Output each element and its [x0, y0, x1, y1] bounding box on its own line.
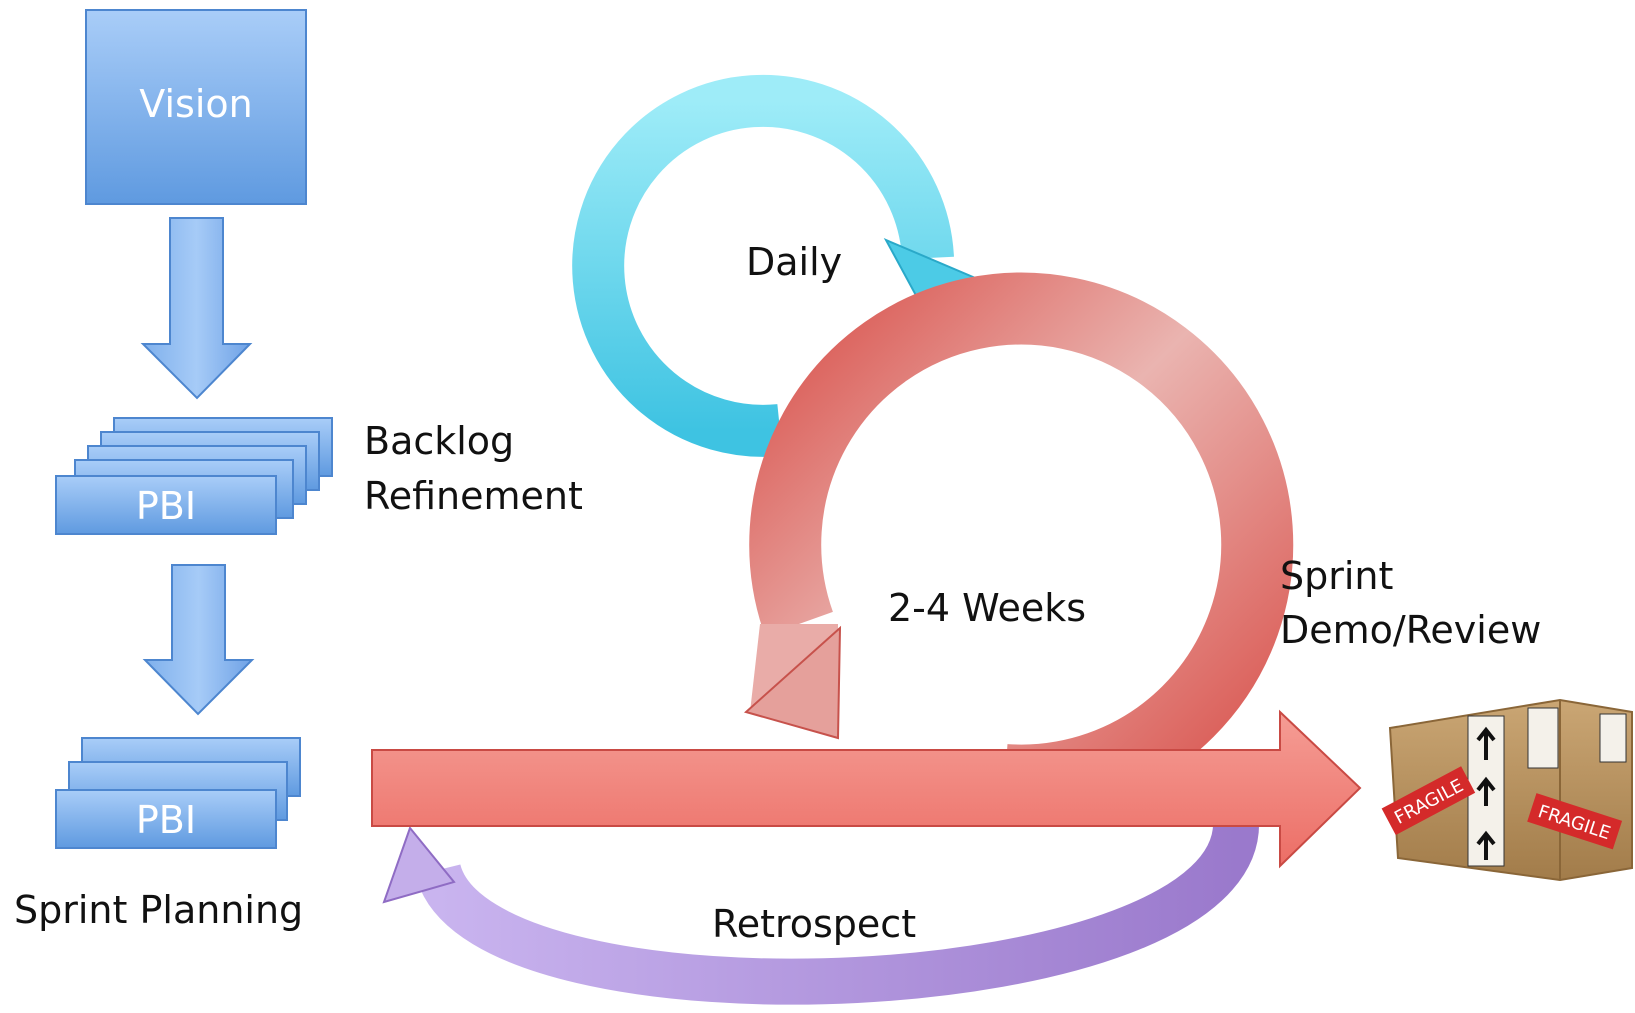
weeks-label: 2-4 Weeks [888, 586, 1087, 630]
sprint-planning-label: Sprint Planning [14, 888, 304, 932]
sprint-pbi-stack [55, 737, 301, 849]
sprint-review-label-line1: Sprint [1280, 554, 1394, 598]
backlog-pbi-stack [55, 417, 333, 535]
backlog-refinement-label-line2: Refinement [364, 474, 583, 518]
retrospect-label: Retrospect [712, 902, 917, 946]
vision-label: Vision [139, 82, 253, 126]
down-arrow-backlog-to-sprint [142, 564, 255, 716]
sprint-cycle-arrow [743, 272, 1294, 817]
shipping-box-image: FRAGILE FRAGILE [1381, 698, 1633, 882]
backlog-pbi-label: PBI [135, 484, 197, 528]
retrospect-arrow [382, 818, 1260, 1005]
down-arrow-vision-to-backlog [140, 217, 253, 400]
daily-label: Daily [746, 240, 843, 284]
sprint-review-label-line2: Demo/Review [1280, 608, 1542, 652]
sprint-pbi-label: PBI [135, 798, 197, 842]
sprint-progress-arrow [371, 709, 1362, 869]
vision-box [85, 9, 307, 205]
backlog-refinement-label-line1: Backlog [364, 419, 515, 463]
